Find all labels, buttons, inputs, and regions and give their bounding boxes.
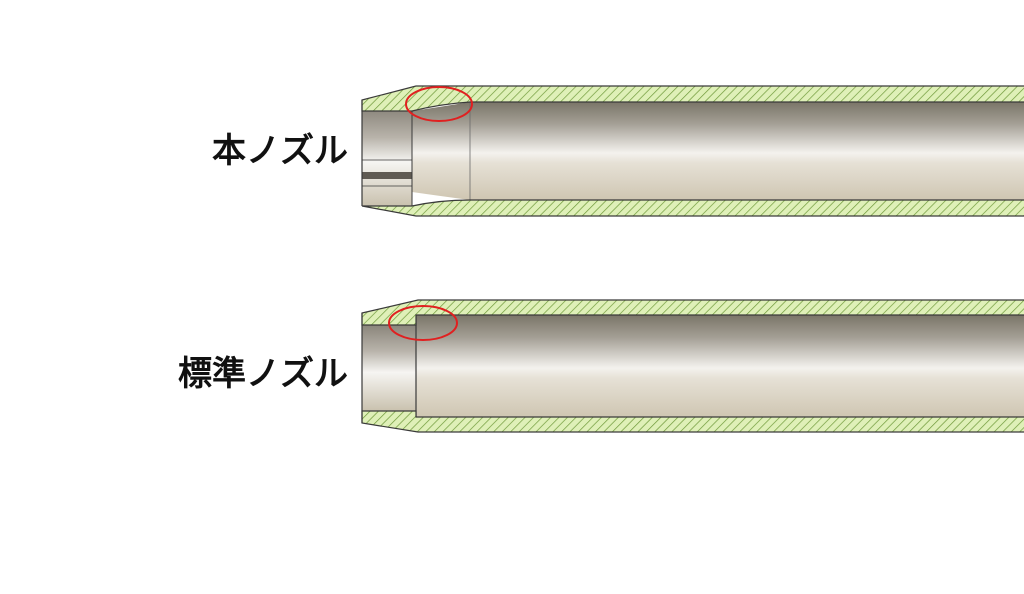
this-nozzle-bore: [470, 102, 1024, 200]
this-nozzle-tip-bore: [362, 108, 412, 206]
this-nozzle-tip-slot: [362, 172, 412, 179]
standard-nozzle-highlight-ring: [388, 305, 458, 341]
this-nozzle-label: 本ノズル: [212, 131, 348, 171]
this-nozzle-upper-wall: [361, 85, 1024, 112]
standard-nozzle-lower-wall: [361, 410, 1024, 433]
this-nozzle-lower-wall: [361, 199, 1024, 217]
standard-nozzle-section: [361, 299, 1024, 433]
standard-nozzle-upper-wall: [361, 299, 1024, 326]
standard-nozzle-bore: [416, 315, 1024, 417]
standard-nozzle-label: 標準ノズル: [178, 354, 348, 394]
this-nozzle-highlight-ring: [405, 86, 473, 122]
standard-nozzle-tip-bore: [362, 325, 416, 411]
this-nozzle-taper-interior: [412, 102, 470, 200]
this-nozzle-section: [361, 85, 1024, 217]
